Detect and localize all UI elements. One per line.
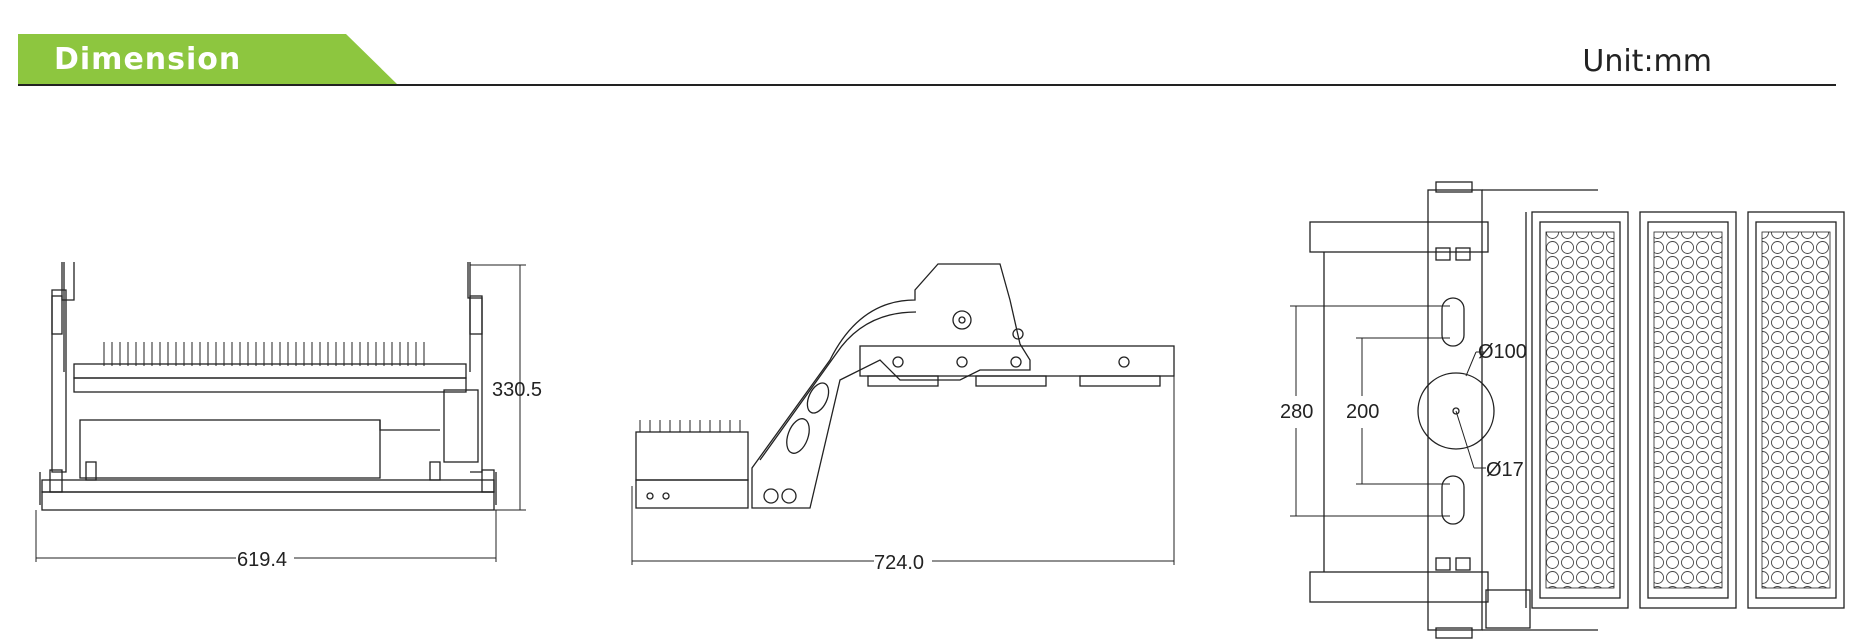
header-tab-shape xyxy=(18,34,398,85)
side-view xyxy=(631,263,1175,565)
front-width-dim: 619.4 xyxy=(237,549,287,571)
top-large-diameter-dim: Ø100 xyxy=(1478,341,1527,363)
front-heatsink xyxy=(103,342,425,366)
top-view xyxy=(1290,181,1845,639)
front-view xyxy=(35,262,526,562)
top-small-diameter-dim: Ø17 xyxy=(1486,459,1524,481)
side-width-dim: 724.0 xyxy=(874,552,924,574)
unit-label: Unit:mm xyxy=(1582,44,1712,79)
top-outer-spacing-dim: 280 xyxy=(1280,401,1313,423)
header-accent xyxy=(18,34,398,85)
top-inner-spacing-dim: 200 xyxy=(1346,401,1379,423)
side-heatsink xyxy=(639,420,741,432)
front-height-dim: 330.5 xyxy=(492,379,542,401)
section-title: Dimension xyxy=(54,42,242,77)
section-header: Dimension Unit:mm xyxy=(18,34,1836,86)
header-underline xyxy=(18,84,1836,86)
